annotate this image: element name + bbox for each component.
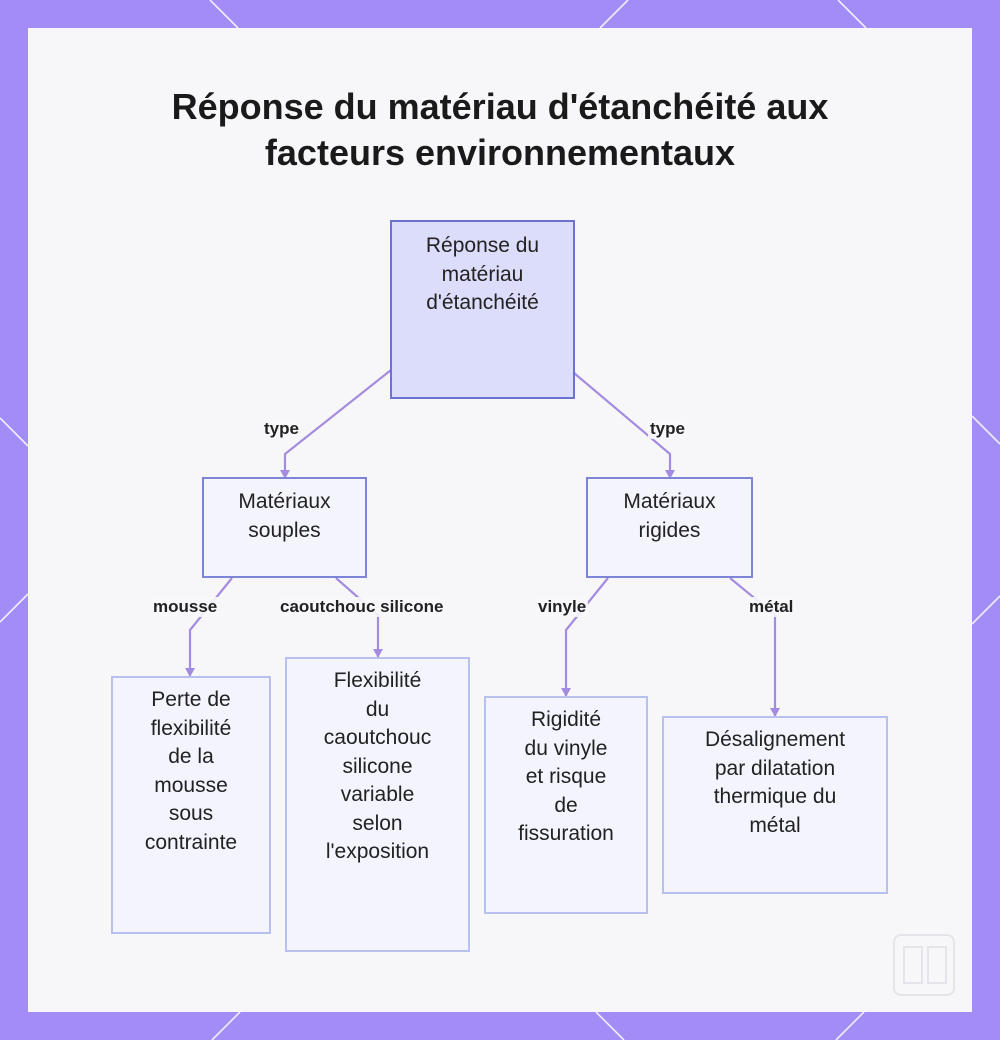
node-foam: Perte de flexibilité de la mousse sous c…: [111, 676, 271, 934]
node-root-line: d'étanchéité: [426, 291, 539, 314]
node-silicone-line: selon: [352, 811, 403, 835]
node-foam-line: flexibilité: [150, 716, 232, 740]
edge-rigid-vinyl: [564, 577, 609, 696]
node-metal-line: par dilatation: [714, 756, 836, 780]
edge-soft-silicone: [335, 577, 380, 657]
node-vinyl-line: de: [554, 793, 578, 817]
node-soft-line: souples: [248, 518, 321, 542]
title-line-1: Réponse du matériau d'étanchéité aux: [171, 86, 829, 127]
arrowhead: [770, 708, 780, 717]
node-metal-line: thermique du: [713, 785, 837, 808]
node-root-line: Réponse du: [425, 234, 540, 257]
node-silicone-line: variable: [340, 783, 415, 806]
title-line-2: facteurs environnementaux: [264, 132, 736, 173]
arrowhead: [561, 688, 571, 697]
node-foam-line: sous: [168, 802, 214, 825]
node-metal-line: métal: [749, 813, 801, 837]
node-rigid-materials: Matériaux rigides: [586, 477, 753, 578]
node-soft-line: Matériaux: [238, 490, 331, 513]
arrowhead: [185, 668, 195, 677]
watermark-badge: [893, 934, 955, 996]
node-vinyl-line: et risque: [525, 765, 607, 788]
node-silicone-line: l'exposition: [325, 840, 430, 863]
node-silicone-line: caoutchouc: [323, 726, 432, 749]
node-silicone-line: du: [365, 697, 390, 721]
edge-label-soft-silicone: caoutchouc silicone: [278, 597, 446, 617]
edge-label-root-soft: type: [262, 419, 301, 439]
node-foam-line: mousse: [154, 773, 228, 797]
arrowhead: [280, 470, 290, 479]
node-silicone-line: silicone: [342, 754, 413, 778]
arrowhead: [665, 470, 675, 479]
edge-label-root-rigid: type: [648, 419, 687, 439]
node-silicone: Flexibilité du caoutchouc silicone varia…: [285, 657, 470, 952]
node-rigid-line: Matériaux: [623, 490, 716, 513]
node-vinyl-line: Rigidité: [530, 708, 602, 731]
node-foam-line: Perte de: [151, 688, 231, 711]
node-vinyl-line: du vinyle: [524, 736, 608, 760]
node-foam-line: de la: [168, 745, 214, 768]
node-soft-materials: Matériaux souples: [202, 477, 367, 578]
edge-label-rigid-vinyl: vinyle: [536, 597, 589, 617]
diagram-title: Réponse du matériau d'étanchéité aux fac…: [0, 84, 1000, 176]
edge-soft-foam: [188, 577, 233, 676]
node-metal-line: Désalignement: [704, 728, 846, 751]
node-root-line: matériau: [441, 262, 524, 286]
node-vinyl: Rigidité du vinyle et risque de fissurat…: [484, 696, 648, 914]
arrowhead: [373, 649, 383, 658]
edge-label-soft-foam: mousse: [151, 597, 220, 617]
node-foam-line: contrainte: [144, 830, 238, 854]
node-vinyl-line: fissuration: [518, 822, 614, 845]
node-root: Réponse du matériau d'étanchéité: [390, 220, 575, 399]
node-silicone-line: Flexibilité: [333, 669, 422, 692]
edge-label-rigid-metal: métal: [747, 597, 796, 617]
node-metal: Désalignement par dilatation thermique d…: [662, 716, 888, 894]
node-rigid-line: rigides: [638, 518, 701, 542]
